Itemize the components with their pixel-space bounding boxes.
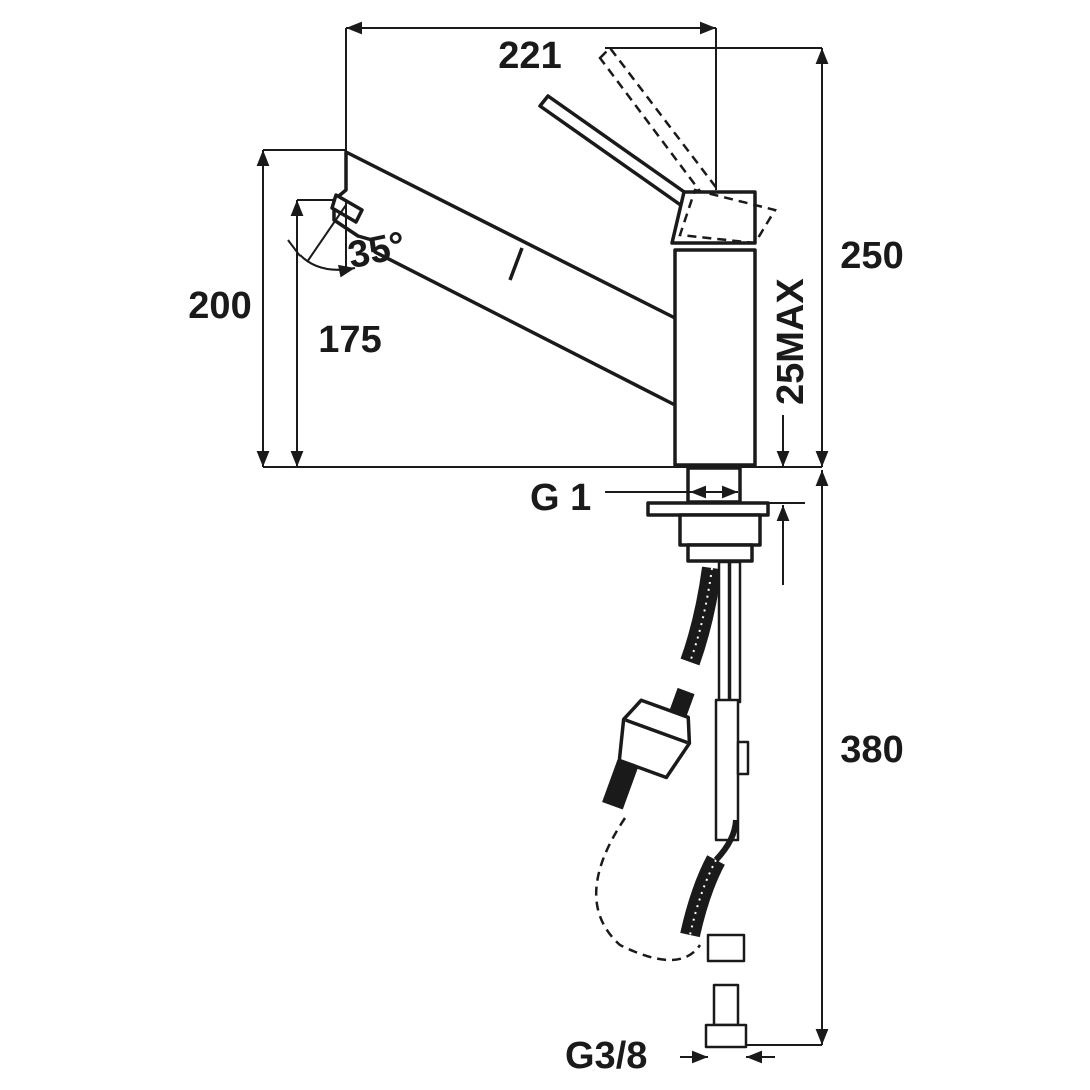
dimension-380: 380 [746,470,904,1046]
dimension-221: 221 [345,21,717,190]
dimension-label-175: 175 [318,319,381,361]
hose-thread: G3/8 [565,1035,775,1077]
dimension-label-250: 250 [840,235,903,277]
dimension-200: 200 [188,149,346,467]
hose-loop-dashed [594,817,702,962]
dimension-label-380: 380 [840,729,903,771]
base-fitting: G 1 [530,466,770,563]
filter-unit [602,687,695,810]
spout [330,150,687,407]
dimension-175: 175 [290,199,382,467]
deck-thickness-label: 25MAX [770,278,812,405]
supply-hoses [680,560,750,1049]
hose-thread-label: G3/8 [565,1035,647,1077]
faucet-body [673,248,757,467]
dimension-250: 250 [605,47,904,467]
base-thread-label: G 1 [530,477,591,519]
dimension-label-221: 221 [498,35,561,77]
dimension-label-200: 200 [188,285,251,327]
lever-handle [538,46,777,245]
deck-thickness: 25MAX [740,278,812,585]
